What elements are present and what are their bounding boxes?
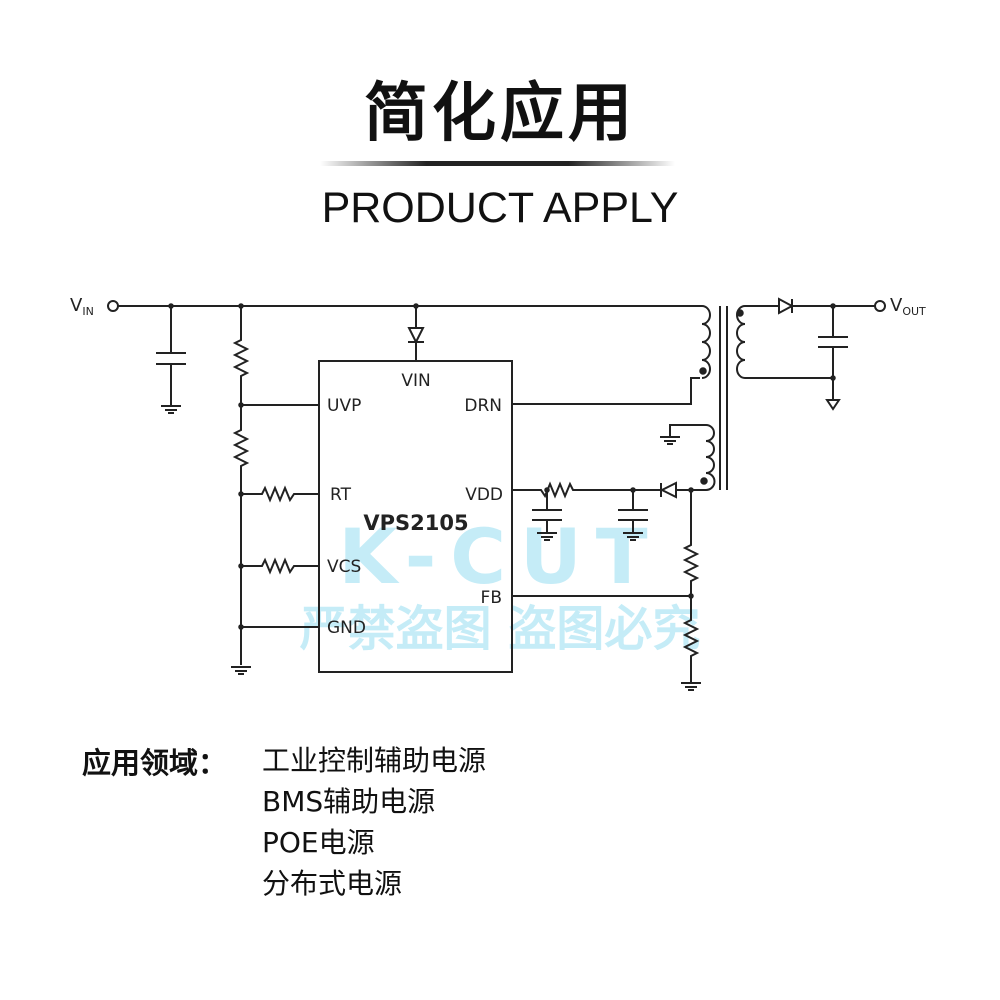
application-item: BMS辅助电源 <box>262 785 436 818</box>
pin-vdd: VDD <box>465 485 503 505</box>
pin-uvp: UVP <box>327 396 361 416</box>
applications-list: 工业控制辅助电源 BMS辅助电源 POE电源 分布式电源 <box>262 740 486 904</box>
application-item: POE电源 <box>262 826 375 859</box>
pin-gnd: GND <box>327 618 366 638</box>
application-item: 分布式电源 <box>262 867 403 900</box>
vout-terminal <box>874 300 886 312</box>
pin-rt: RT <box>330 485 352 505</box>
title-divider <box>320 161 675 166</box>
pin-vin: VIN <box>401 371 430 391</box>
application-item: 工业控制辅助电源 <box>262 744 487 777</box>
page-subtitle: PRODUCT APPLY <box>321 184 679 232</box>
vout-label: VOUT <box>890 295 926 318</box>
pin-fb: FB <box>481 588 502 608</box>
watermark: K-CUT 严禁盗图 盗图必究 <box>300 512 701 657</box>
vin-terminal <box>107 300 119 312</box>
watermark-logo-text: K-CUT <box>338 512 661 601</box>
output-diode-icon <box>778 297 795 315</box>
components <box>168 297 836 630</box>
watermark-warning-text: 严禁盗图 盗图必究 <box>300 601 701 657</box>
vin-diode-icon <box>407 327 425 345</box>
pin-vcs: VCS <box>327 557 361 577</box>
vin-label: VIN <box>70 295 94 318</box>
chip-name: VPS2105 <box>363 511 468 535</box>
aux-diode-icon <box>659 481 677 499</box>
pin-drn: DRN <box>464 396 502 416</box>
applications-label: 应用领域： <box>82 746 228 780</box>
page-title: 简化应用 <box>364 77 636 151</box>
